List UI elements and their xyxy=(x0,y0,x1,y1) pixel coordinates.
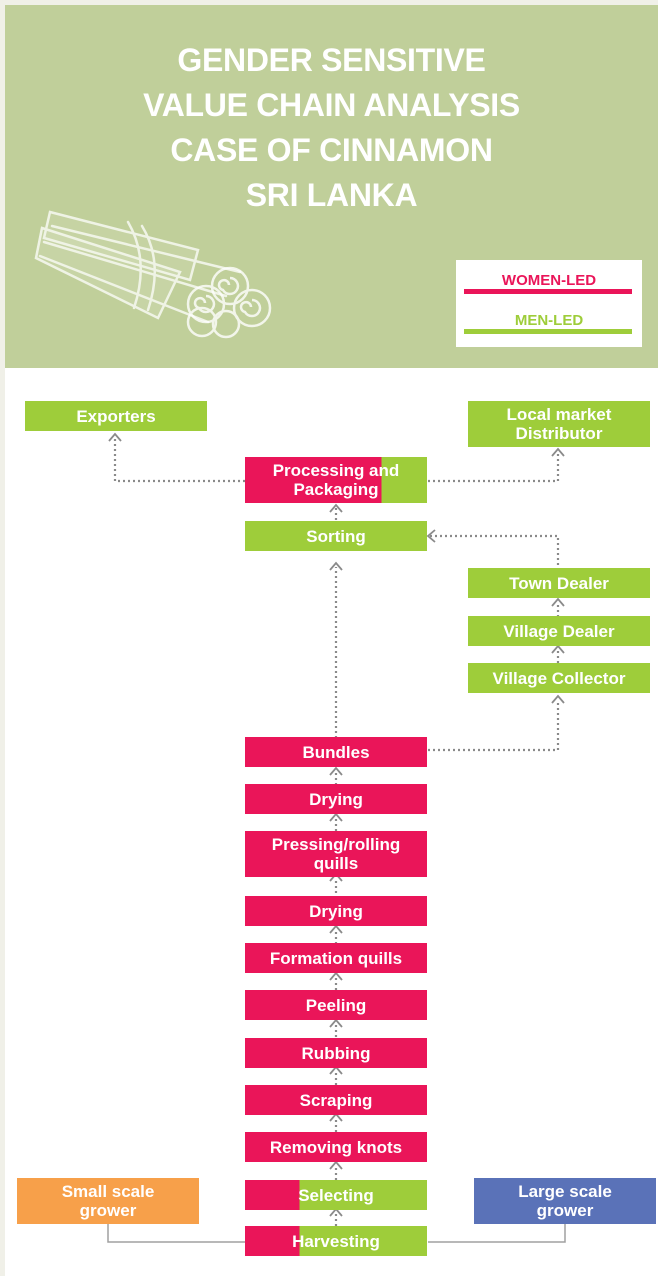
node-label: Peeling xyxy=(305,995,367,1015)
title-line: SRI LANKA xyxy=(245,177,418,213)
node-large-scale-grower: Large scale grower xyxy=(474,1178,656,1224)
node-label: Drying xyxy=(309,901,363,921)
node-label: Processing and Packaging xyxy=(272,461,400,499)
node-label: Local market Distributor xyxy=(506,405,612,443)
legend-men-led-swatch xyxy=(464,329,632,334)
node-small-scale-grower: Small scale grower xyxy=(17,1178,199,1224)
node-processing-packaging: Processing and Packaging xyxy=(245,457,427,503)
node-label: Harvesting xyxy=(292,1231,380,1251)
node-label: Bundles xyxy=(302,742,370,762)
cinnamon-sticks-illustration xyxy=(34,210,272,339)
node-label: Removing knots xyxy=(269,1137,403,1157)
legend-women-led-label: WOMEN-LED xyxy=(501,272,597,289)
title-line: CASE OF CINNAMON xyxy=(170,132,493,168)
node-village-dealer: Village Dealer xyxy=(468,616,650,646)
node-village-collector: Village Collector xyxy=(468,663,650,693)
node-label: Pressing/rolling quills xyxy=(271,835,401,873)
node-label: Sorting xyxy=(306,526,366,546)
node-drying-1: Drying xyxy=(245,896,427,926)
node-local-market-distributor: Local market Distributor xyxy=(468,401,650,447)
node-scraping: Scraping xyxy=(245,1085,427,1115)
page-title: GENDER SENSITIVE VALUE CHAIN ANALYSIS CA… xyxy=(5,38,658,218)
node-formation-quills: Formation quills xyxy=(245,943,427,973)
node-label: Small scale grower xyxy=(61,1182,155,1220)
node-label: Town Dealer xyxy=(509,573,609,593)
node-label: Large scale grower xyxy=(518,1182,612,1220)
node-label: Formation quills xyxy=(269,948,403,968)
node-peeling: Peeling xyxy=(245,990,427,1020)
node-label: Exporters xyxy=(76,406,156,426)
node-selecting: Selecting xyxy=(245,1180,427,1210)
node-label: Drying xyxy=(309,789,363,809)
node-drying-2: Drying xyxy=(245,784,427,814)
value-chain-diagram xyxy=(5,368,658,1276)
legend: WOMEN-LED MEN-LED xyxy=(456,260,642,347)
node-label: Scraping xyxy=(299,1090,373,1110)
node-exporters: Exporters xyxy=(25,401,207,431)
title-line: GENDER SENSITIVE xyxy=(177,42,486,78)
node-pressing-rolling-quills: Pressing/rolling quills xyxy=(245,831,427,877)
node-bundles: Bundles xyxy=(245,737,427,767)
node-label: Selecting xyxy=(298,1185,374,1205)
node-sorting: Sorting xyxy=(245,521,427,551)
node-label: Rubbing xyxy=(301,1043,371,1063)
legend-men-led-label: MEN-LED xyxy=(514,312,584,329)
node-town-dealer: Town Dealer xyxy=(468,568,650,598)
node-label: Village Collector xyxy=(492,668,626,688)
node-label: Village Dealer xyxy=(503,621,615,641)
title-line: VALUE CHAIN ANALYSIS xyxy=(143,87,520,123)
node-harvesting: Harvesting xyxy=(245,1226,427,1256)
node-removing-knots: Removing knots xyxy=(245,1132,427,1162)
legend-women-led-swatch xyxy=(464,289,632,294)
node-rubbing: Rubbing xyxy=(245,1038,427,1068)
